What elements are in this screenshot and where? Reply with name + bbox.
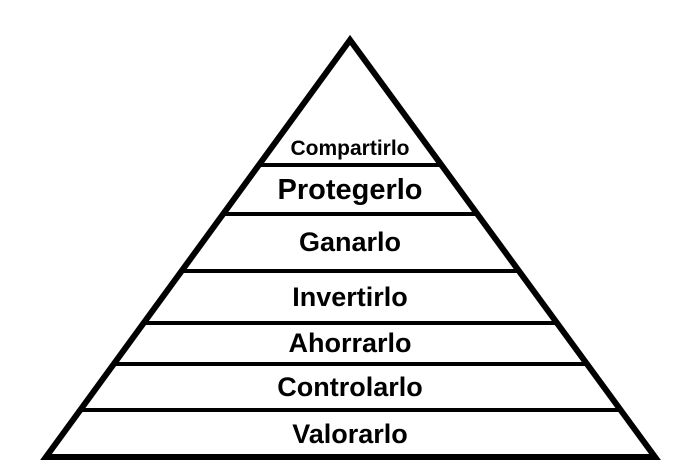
level-label-invertirlo: Invertirlo	[292, 282, 408, 312]
level-label-protegerlo: Protegerlo	[277, 174, 423, 206]
level-label-controlarlo: Controlarlo	[277, 372, 423, 402]
level-label-compartirlo: Compartirlo	[290, 137, 410, 160]
level-label-valorarlo: Valorarlo	[292, 419, 408, 449]
level-label-ganarlo: Ganarlo	[298, 227, 402, 257]
level-label-ahorrarlo: Ahorrarlo	[288, 328, 412, 358]
